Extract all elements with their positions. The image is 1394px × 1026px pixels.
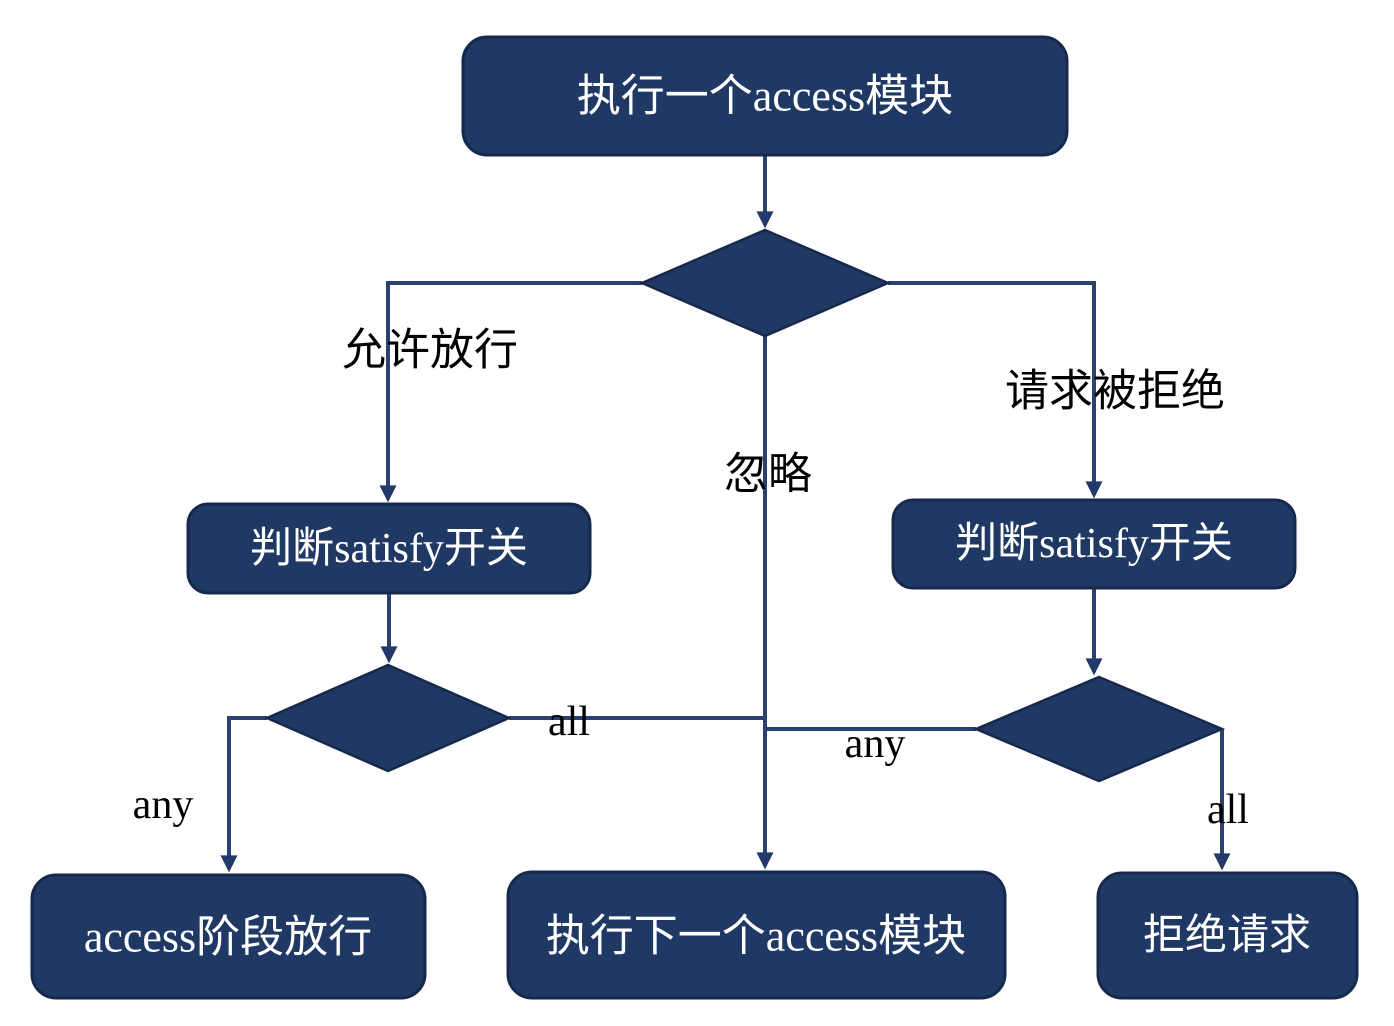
node-start-label: 执行一个access模块	[577, 72, 953, 121]
node-access-allow-label: access阶段放行	[84, 913, 372, 962]
node-satisfy-left: 判断satisfy开关	[186, 502, 592, 595]
edge-label-ignore: 忽略	[724, 450, 812, 499]
edge-label-right-any: any	[845, 721, 906, 767]
node-satisfy-left-box	[186, 502, 592, 595]
node-next-module-box	[506, 870, 1007, 1000]
left-decision-diamond	[263, 663, 513, 773]
node-access-allow: access阶段放行	[30, 873, 427, 1000]
main-decision-diamond	[638, 228, 892, 338]
connector-allow-branch	[379, 281, 642, 503]
node-satisfy-right-box	[891, 498, 1297, 590]
node-satisfy-right: 判断satisfy开关	[891, 498, 1297, 590]
right-decision-diamond	[972, 675, 1226, 783]
connector-left-any	[220, 716, 267, 873]
node-next-module: 执行下一个access模块	[506, 870, 1007, 1000]
node-deny-request-box	[1096, 871, 1359, 1000]
edge-label-allow: 允许放行	[342, 326, 518, 375]
node-deny-request-label: 拒绝请求	[1143, 912, 1311, 959]
edge-label-right-all: all	[1207, 787, 1249, 833]
node-access-allow-box	[30, 873, 427, 1000]
edge-label-left-all: all	[548, 699, 590, 745]
node-deny-request: 拒绝请求	[1096, 871, 1359, 1000]
node-satisfy-right-label: 判断satisfy开关	[955, 521, 1233, 567]
node-next-module-label: 执行下一个access模块	[546, 912, 966, 961]
connector-denied-branch	[888, 281, 1103, 499]
node-satisfy-left-label: 判断satisfy开关	[250, 526, 528, 572]
edge-label-denied: 请求被拒绝	[1005, 367, 1225, 416]
node-start: 执行一个access模块	[461, 35, 1069, 157]
node-start-box	[461, 35, 1069, 157]
edge-label-left-any: any	[133, 782, 194, 828]
